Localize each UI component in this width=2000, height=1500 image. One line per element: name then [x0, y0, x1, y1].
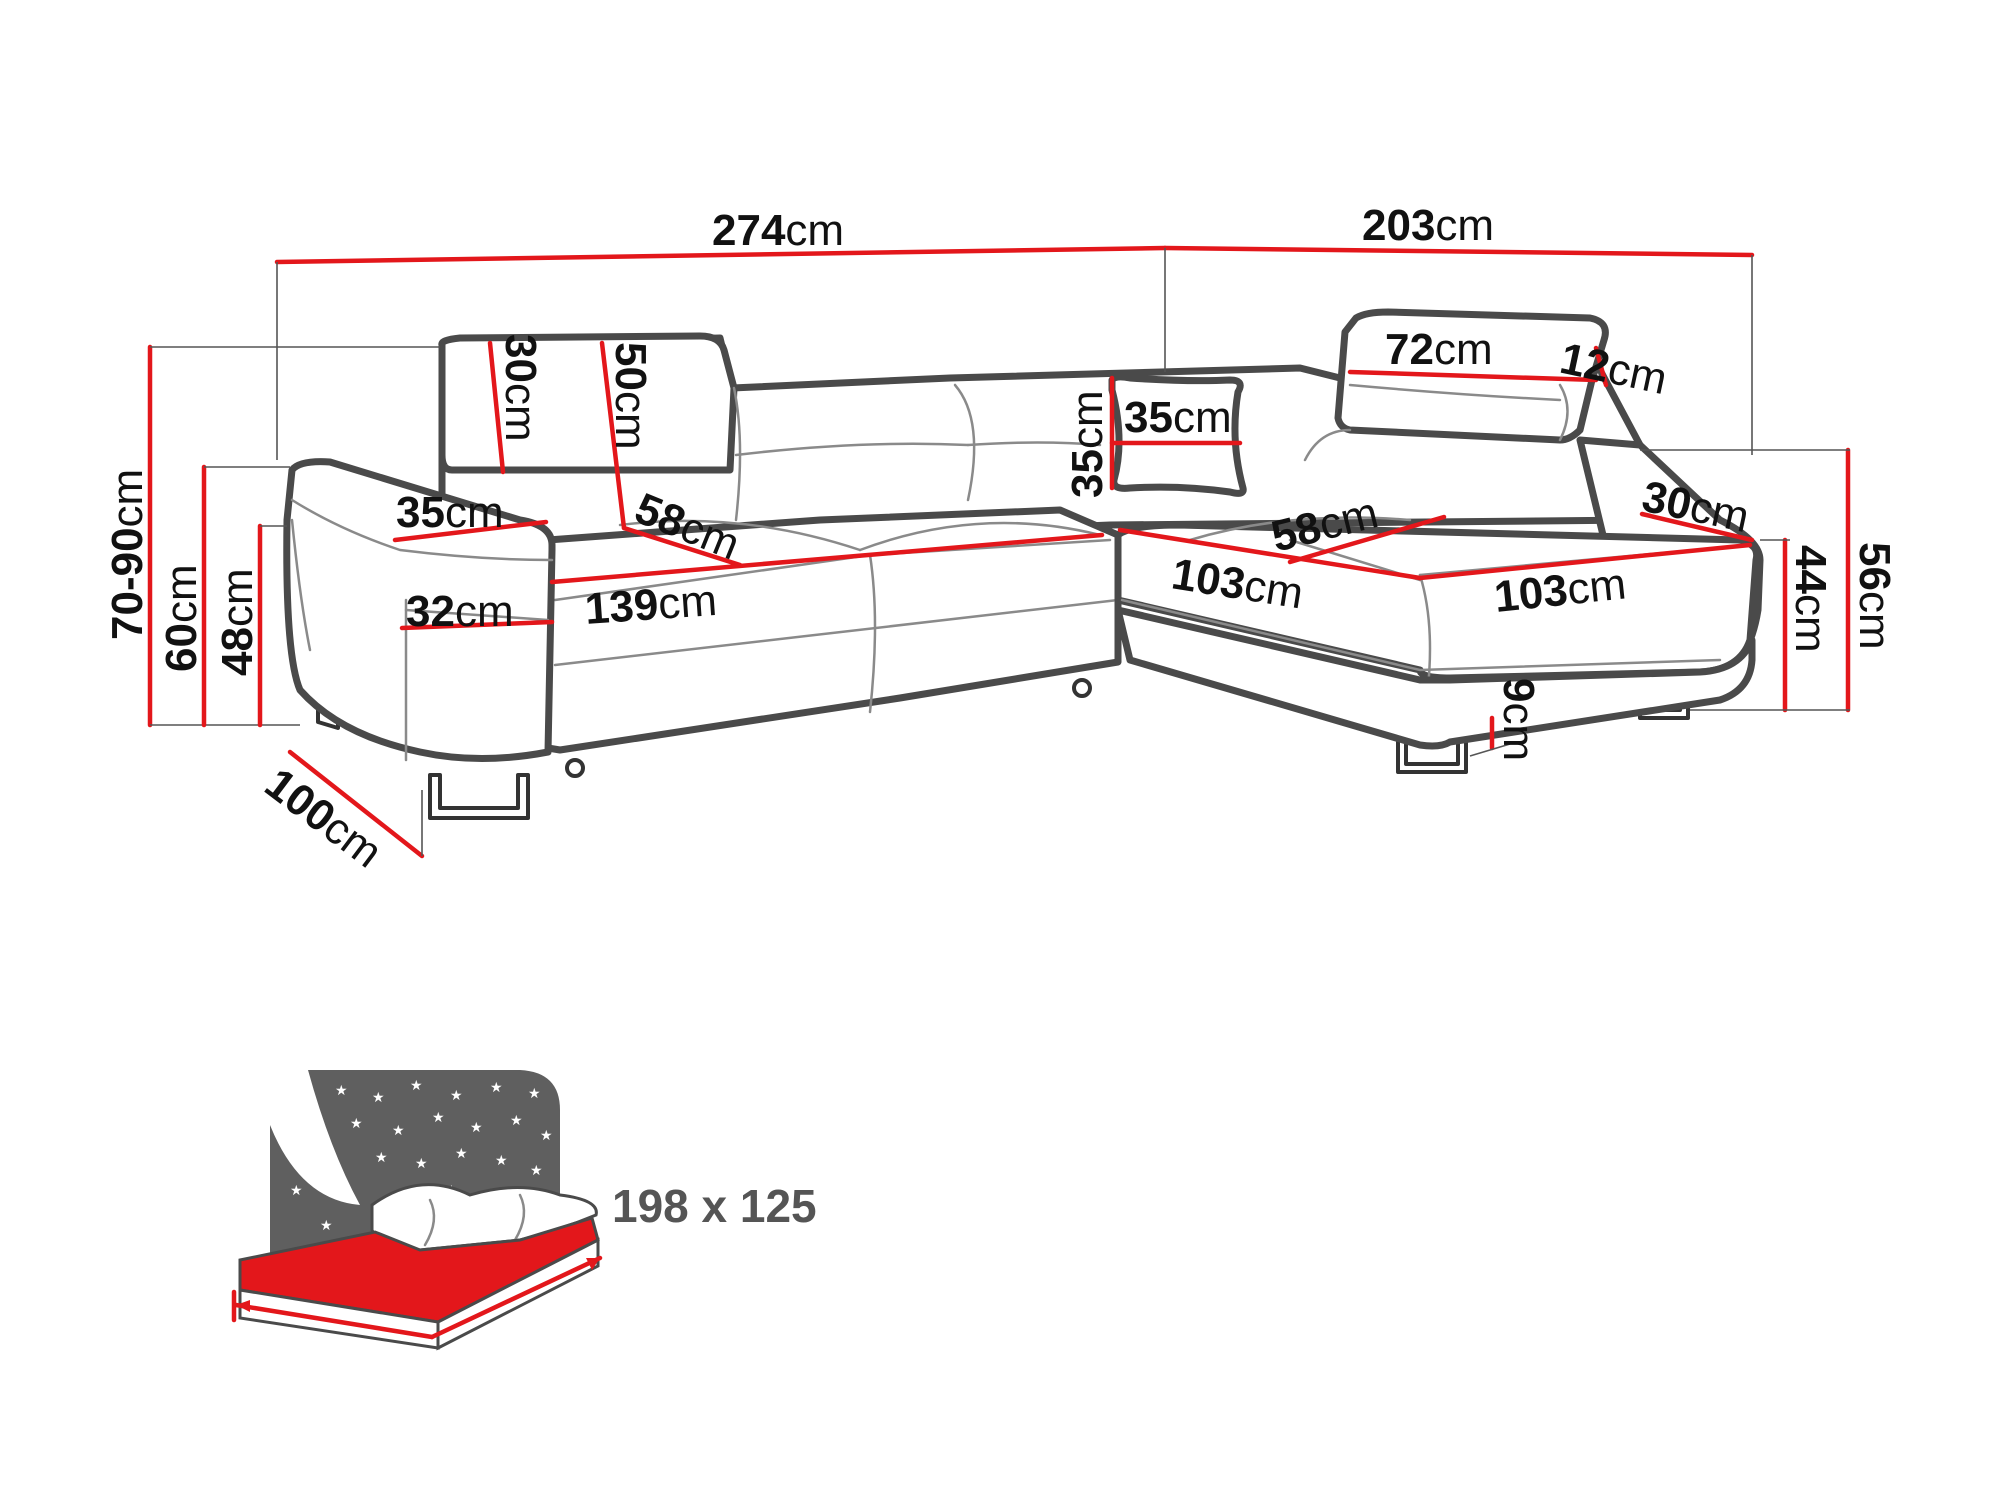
- wheel-left: [565, 758, 585, 778]
- label-seat-height: 48cm: [213, 568, 262, 676]
- svg-text:★: ★: [410, 1078, 423, 1094]
- bed-size-label: 198 x 125: [612, 1180, 817, 1232]
- svg-text:★: ★: [375, 1150, 388, 1166]
- dimension-lines: [147, 245, 1851, 859]
- svg-text:★: ★: [335, 1083, 348, 1099]
- label-pillow-height: 35cm: [1063, 390, 1112, 498]
- label-armrest-width: 35cm: [396, 488, 504, 537]
- label-chaise-front-left: 103cm: [1168, 549, 1306, 618]
- label-leg-height: 9cm: [1494, 678, 1543, 761]
- chaise-base: [1114, 606, 1756, 750]
- label-chaise-front-right: 103cm: [1492, 559, 1628, 622]
- svg-text:★: ★: [530, 1163, 543, 1179]
- svg-text:★: ★: [350, 1116, 363, 1132]
- svg-text:★: ★: [320, 1218, 333, 1234]
- label-total-length: 274cm: [712, 206, 844, 255]
- svg-text:★: ★: [290, 1183, 303, 1199]
- label-armrest-front: 32cm: [406, 587, 514, 636]
- leg-front-left: [428, 773, 530, 820]
- svg-text:★: ★: [392, 1123, 405, 1139]
- label-chaise-headrest-depth: 12cm: [1556, 334, 1671, 404]
- svg-text:★: ★: [300, 1148, 313, 1164]
- svg-text:★: ★: [372, 1090, 385, 1106]
- label-headrest-height: 30cm: [496, 334, 545, 442]
- svg-text:★: ★: [490, 1080, 503, 1096]
- svg-text:★: ★: [528, 1086, 541, 1102]
- label-chaise-back: 30cm: [1638, 472, 1753, 542]
- svg-text:★: ★: [415, 1156, 428, 1172]
- svg-text:★: ★: [450, 1088, 463, 1104]
- label-back-height: 50cm: [606, 342, 655, 450]
- sleep-function-icon: ★★★ ★★★ ★★★ ★★★ ★★★ ★★★ ★★★ ★★★ 198 x 12…: [231, 1070, 817, 1351]
- svg-text:★: ★: [540, 1128, 553, 1144]
- label-arm-height: 60cm: [157, 564, 206, 672]
- label-chaise-seat-height: 44cm: [1786, 545, 1835, 653]
- svg-text:★: ★: [470, 1120, 483, 1136]
- label-height-range: 70-90cm: [103, 469, 152, 640]
- label-chaise-total-height: 56cm: [1850, 542, 1899, 650]
- svg-text:★: ★: [455, 1146, 468, 1162]
- svg-text:★: ★: [510, 1113, 523, 1129]
- svg-text:★: ★: [432, 1110, 445, 1126]
- wheel-middle: [1072, 678, 1092, 698]
- svg-text:★: ★: [495, 1153, 508, 1169]
- label-seat-width: 139cm: [583, 576, 718, 634]
- label-corner-length: 203cm: [1362, 201, 1494, 250]
- label-pillow-width: 35cm: [1124, 393, 1232, 442]
- label-chaise-headrest-width: 72cm: [1385, 325, 1493, 374]
- left-headrest: [438, 332, 738, 474]
